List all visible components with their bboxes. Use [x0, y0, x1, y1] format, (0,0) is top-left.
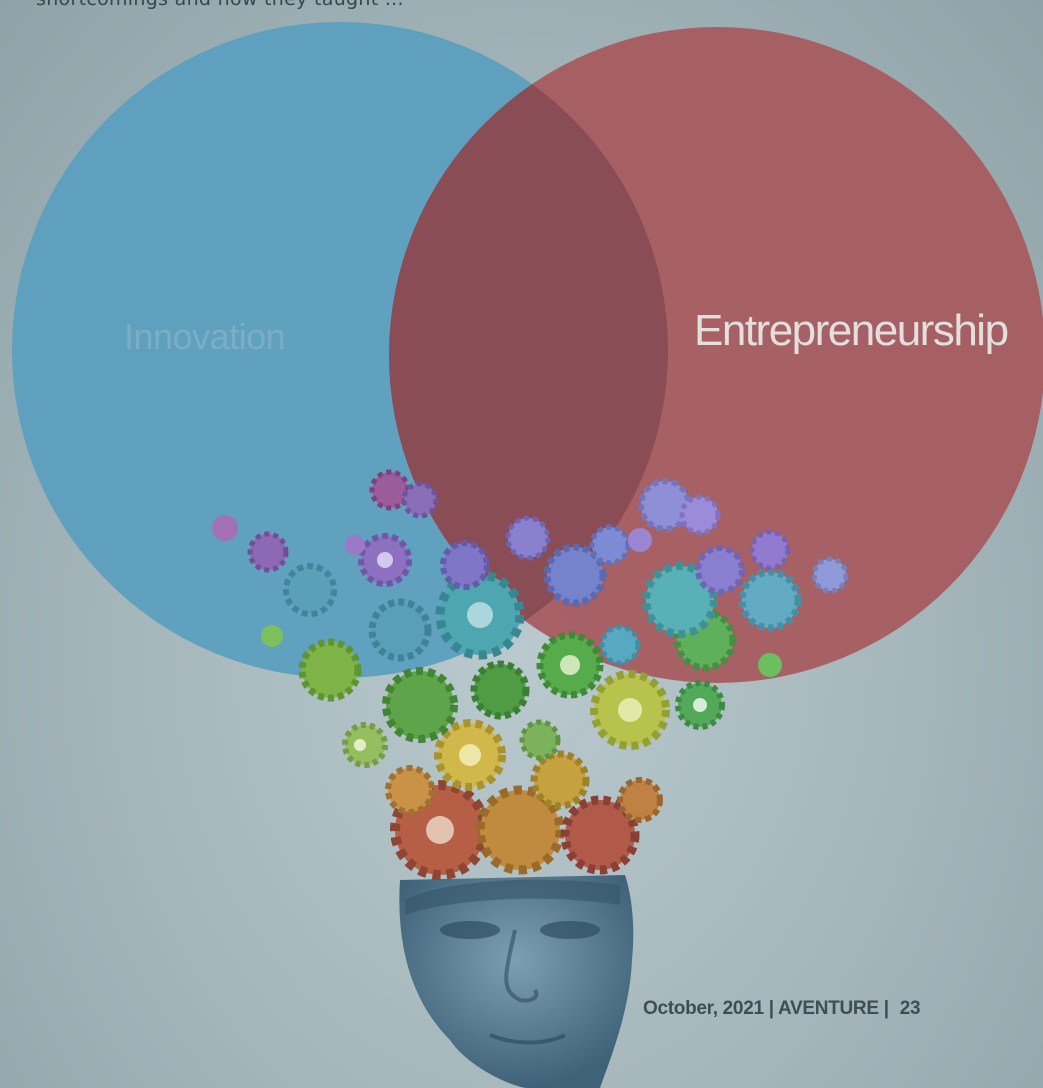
footer-magazine-name: AVENTURE [778, 998, 879, 1019]
gears-cluster [212, 469, 849, 880]
footer-date: October, 2021 [643, 998, 764, 1019]
venn-label-innovation: Innovation [124, 316, 286, 357]
page-footer: October, 2021 | AVENTURE | 23 [643, 998, 921, 1020]
body-text-fragment: shortcomings and how they taught ... [36, 0, 404, 10]
venn-label-entrepreneurship: Entrepreneurship [694, 306, 1009, 355]
footer-separator: | [883, 998, 889, 1019]
footer-separator: | [768, 998, 774, 1019]
human-head-illustration [399, 875, 634, 1088]
venn-overlap [389, 27, 668, 678]
footer-page-number: 23 [899, 998, 921, 1019]
